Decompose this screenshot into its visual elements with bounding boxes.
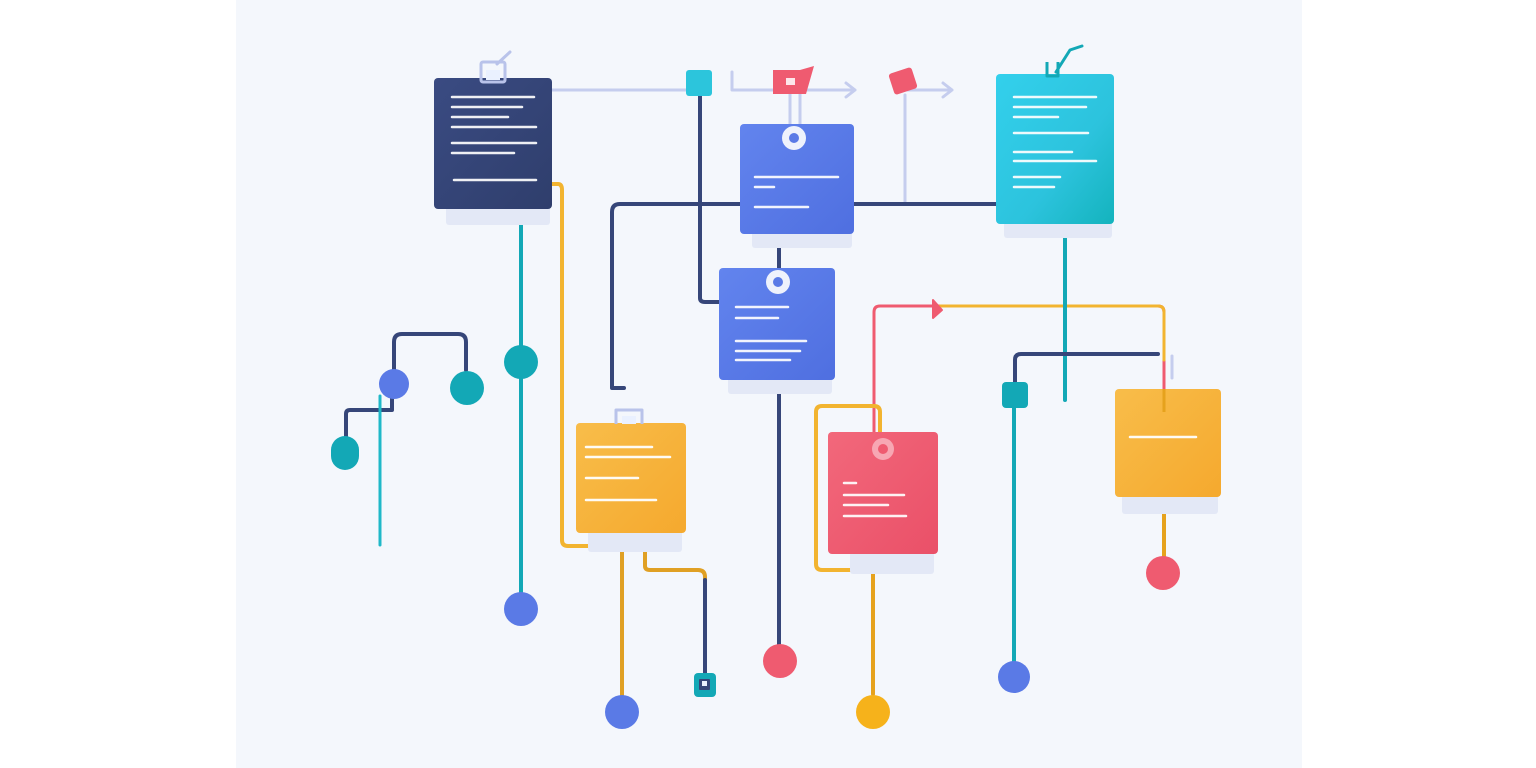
connector-arrow-2 (903, 81, 954, 99)
connector-arrow-1 (730, 70, 857, 99)
coral-card (828, 432, 938, 574)
node-blue-bottom-3 (998, 661, 1030, 693)
connector-amber-bend (643, 528, 707, 678)
coral-card-text-lines (842, 481, 908, 518)
connectors (344, 70, 1174, 698)
node-teal-small (331, 436, 359, 470)
cyan-card-text-lines (1012, 95, 1098, 189)
node-square-teal (694, 673, 716, 697)
cyan-card (996, 44, 1114, 238)
navy-card (434, 50, 552, 225)
ring-icon (766, 270, 790, 294)
node-teal-left (450, 371, 484, 405)
blue-card-middle-text-lines (734, 305, 808, 362)
connector-left-navy-arc (392, 332, 468, 386)
flag-icon (773, 66, 814, 94)
navy-card-text-lines (450, 95, 538, 182)
node-amber-bottom (856, 695, 890, 729)
node-coral-bottom (763, 644, 797, 678)
amber-card-left-text-lines (584, 445, 672, 502)
node-blue-left (379, 369, 409, 399)
ring-icon (782, 126, 806, 150)
clipboard-icon (614, 408, 644, 424)
node-teal-square-right (1002, 382, 1028, 408)
blue-card-middle (719, 268, 835, 394)
amber-card-right (1115, 389, 1221, 514)
nodes (331, 70, 1180, 729)
node-teal-mid (504, 345, 538, 379)
blue-card-top-text-lines (753, 175, 840, 209)
connector-navy-right-hook (1013, 352, 1160, 386)
node-blue-bottom-2 (605, 695, 639, 729)
connector-amber-coral-loop (814, 404, 882, 572)
node-blue-bottom-1 (504, 592, 538, 626)
amber-card-left (576, 408, 686, 552)
clipboard-icon (479, 50, 512, 84)
node-coral-right (1146, 556, 1180, 590)
blue-card-top (740, 124, 854, 248)
connector-amber-top (938, 304, 1166, 362)
connector-amber-loop (550, 182, 602, 548)
connector-navy-main (610, 202, 742, 390)
checkmark-icon (1045, 44, 1084, 78)
connector-left-navy-hook (344, 390, 394, 444)
tag-icon (888, 67, 918, 95)
ring-icon (872, 438, 894, 460)
connector-navy-vertical (698, 90, 724, 304)
connector-coral-arrow (932, 299, 943, 319)
node-teal-square-top (686, 70, 712, 96)
